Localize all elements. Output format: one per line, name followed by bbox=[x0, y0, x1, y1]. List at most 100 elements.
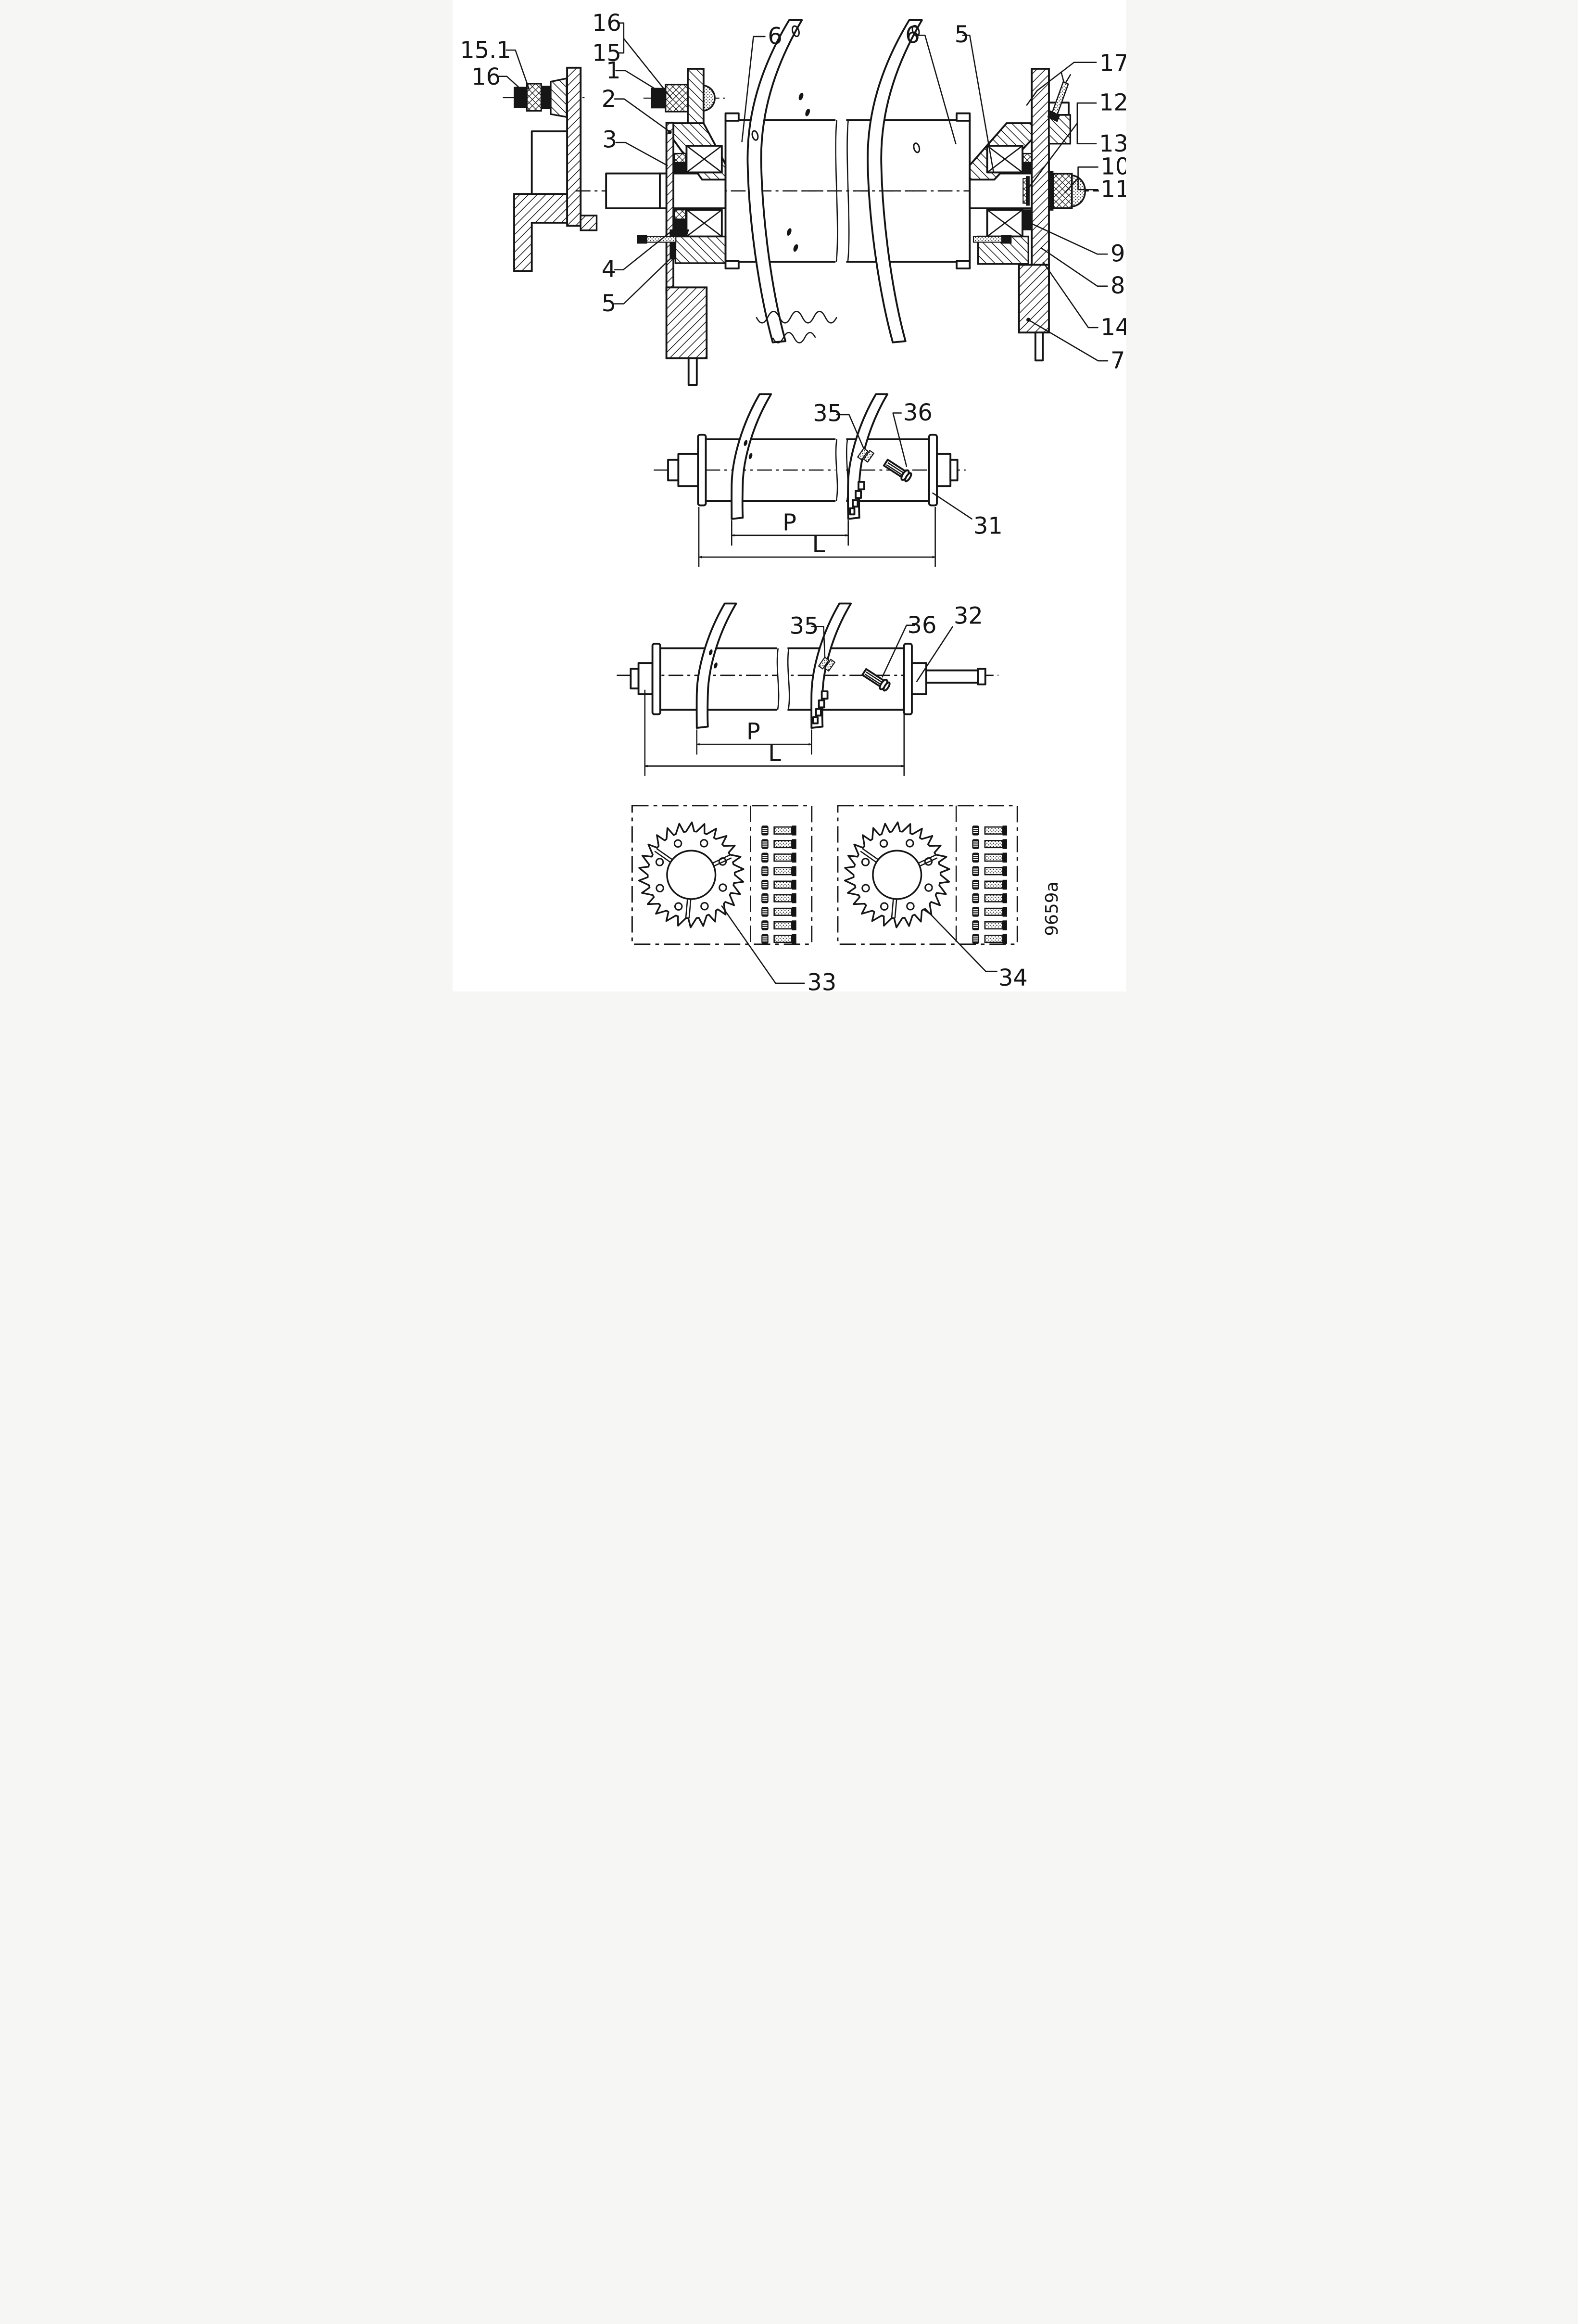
bolt-side-shank bbox=[984, 840, 1003, 849]
saw-disc-33-bolt-hole bbox=[655, 884, 664, 893]
left-lower-bearing bbox=[685, 209, 723, 238]
fig31-right-shaft-end bbox=[949, 458, 959, 482]
ldr-17 bbox=[1026, 62, 1097, 106]
dim-L-fig31-label: L bbox=[812, 532, 825, 558]
callout-main-12: 12 bbox=[1099, 90, 1126, 116]
section-dot bbox=[1026, 317, 1031, 322]
bolt-side-shank bbox=[984, 907, 1003, 916]
saw-disc-34-bolt-hole bbox=[861, 884, 870, 893]
callout-main-6-left: 6 bbox=[768, 23, 782, 50]
ldr-8 bbox=[1040, 247, 1108, 287]
ldr-5-left bbox=[614, 254, 675, 305]
saw-disc-34-slit bbox=[891, 899, 894, 918]
bolt-side-head bbox=[1002, 879, 1007, 890]
fig32-toothed-flight-part bbox=[815, 708, 822, 717]
flight-rivet-marks-part bbox=[798, 92, 803, 101]
section-dot bbox=[1028, 221, 1033, 226]
fig32-flight-bolt-cluster bbox=[818, 656, 835, 672]
right-helical-flight bbox=[866, 19, 923, 343]
callout-kit-34: 34 bbox=[998, 965, 1028, 991]
fig32-toothed-flight-part bbox=[818, 699, 825, 709]
right-grease-screw-shank bbox=[972, 236, 1002, 243]
ldr-2 bbox=[614, 98, 670, 132]
left-upper-bearing-part bbox=[686, 145, 722, 173]
left-trough-flange bbox=[686, 68, 705, 131]
kit-bolt-row bbox=[972, 893, 1007, 903]
flight-hole-marks-part bbox=[791, 25, 800, 38]
fig32-left-end-plate bbox=[651, 643, 661, 715]
dim-L-fig32-label: L bbox=[768, 740, 781, 767]
left-helical-flight bbox=[746, 19, 803, 343]
left-lower-shaft-seal bbox=[673, 218, 686, 230]
fig31-left-shaft-stub bbox=[677, 453, 699, 487]
flight-break-waves bbox=[755, 311, 837, 343]
kit-box-33 bbox=[631, 805, 812, 945]
saw-disc-34-bolt-hole bbox=[906, 902, 915, 911]
bolt-side-shank bbox=[984, 894, 1003, 902]
callout-main-8: 8 bbox=[1110, 273, 1124, 299]
drum-right-top-flange bbox=[955, 112, 971, 122]
bolt-side-head bbox=[791, 852, 796, 863]
callout-main-10: 10 bbox=[1100, 154, 1125, 180]
drawing-sheet: 15.1161615123456651712131011981473536313… bbox=[452, 0, 1126, 992]
fig32-flight-bolt-cluster-part bbox=[823, 659, 835, 672]
bolt-side-head bbox=[1002, 852, 1007, 863]
callout-main-11: 11 bbox=[1100, 177, 1125, 203]
bolt-side-head bbox=[791, 893, 796, 903]
left-lower-seal-ring bbox=[673, 209, 686, 220]
kit-bolt-row bbox=[972, 920, 1007, 930]
callout-main-13: 13 bbox=[1099, 131, 1126, 157]
left-plate-foot bbox=[665, 286, 707, 359]
auger-figure-31 bbox=[653, 393, 966, 520]
callout-main-15: 15 bbox=[592, 40, 621, 66]
fig31-plain-flight bbox=[730, 393, 772, 520]
ldr-6-right bbox=[914, 35, 957, 144]
saw-disc-33-bolt-hole bbox=[673, 839, 682, 848]
ldr-9 bbox=[1030, 222, 1108, 255]
kit-bolt-row bbox=[972, 825, 1007, 836]
bolt-side-head bbox=[1002, 839, 1007, 849]
kit-generated-contents bbox=[638, 821, 1007, 944]
patent-figure-canvas: 15.1161615123456651712131011981473536313… bbox=[452, 0, 1126, 992]
bolt-side-head bbox=[791, 839, 796, 849]
fig31-toothed-flight-part bbox=[848, 507, 855, 516]
detail-bracket-void-edge bbox=[530, 130, 568, 224]
saw-disc-33-bolt-hole bbox=[674, 902, 682, 911]
callout-main-14: 14 bbox=[1100, 314, 1125, 341]
bolt-side-shank bbox=[773, 840, 793, 849]
fig31-left-end-plate bbox=[696, 433, 707, 507]
fig31-rivet-marks-part bbox=[744, 440, 747, 446]
fig32-long-bolt-part bbox=[865, 671, 882, 683]
callout-main-2: 2 bbox=[601, 86, 616, 113]
blade-kit-boxes bbox=[631, 805, 1018, 945]
saw-disc-33-bore bbox=[666, 850, 716, 900]
left-upper-seal-ring bbox=[673, 152, 686, 164]
right-upper-shaft-seal bbox=[1022, 162, 1032, 173]
sheet-code: 9659a bbox=[1042, 882, 1061, 936]
ldr-15-16 bbox=[623, 38, 672, 99]
ldr-34 bbox=[924, 908, 997, 972]
ldr-6-left bbox=[741, 36, 766, 142]
saw-disc-33-bolt-hole bbox=[699, 839, 708, 848]
callout-labels-layer: 15.1161615123456651712131011981473536313… bbox=[460, 10, 1126, 991]
leader-lines-layer bbox=[497, 22, 1108, 984]
ldr-35-fig31 bbox=[836, 414, 864, 450]
bolt-side-shank bbox=[984, 826, 1003, 835]
right-upper-seal-ring bbox=[1022, 152, 1032, 164]
fig31-toothed-flight bbox=[846, 393, 888, 520]
saw-disc-33-slit bbox=[688, 899, 691, 919]
fig32-right-shaft bbox=[925, 669, 979, 684]
ldr-10-11 bbox=[1064, 178, 1079, 193]
fig31-flight-bolt-cluster-part bbox=[857, 447, 869, 461]
fig32-right-end-plate bbox=[903, 643, 913, 715]
bolt-side-head bbox=[791, 879, 796, 890]
saw-disc-33-slit bbox=[656, 848, 672, 860]
fig32-toothed-flight-part bbox=[821, 690, 828, 700]
fig32-flight-bolt-cluster-part bbox=[818, 656, 830, 670]
kit-bolt-row bbox=[972, 852, 1007, 863]
right-plate-foot bbox=[1018, 264, 1050, 334]
left-plate-tail bbox=[687, 357, 698, 386]
bolt-side-head bbox=[791, 866, 796, 876]
left-shaft-stub bbox=[605, 172, 661, 210]
